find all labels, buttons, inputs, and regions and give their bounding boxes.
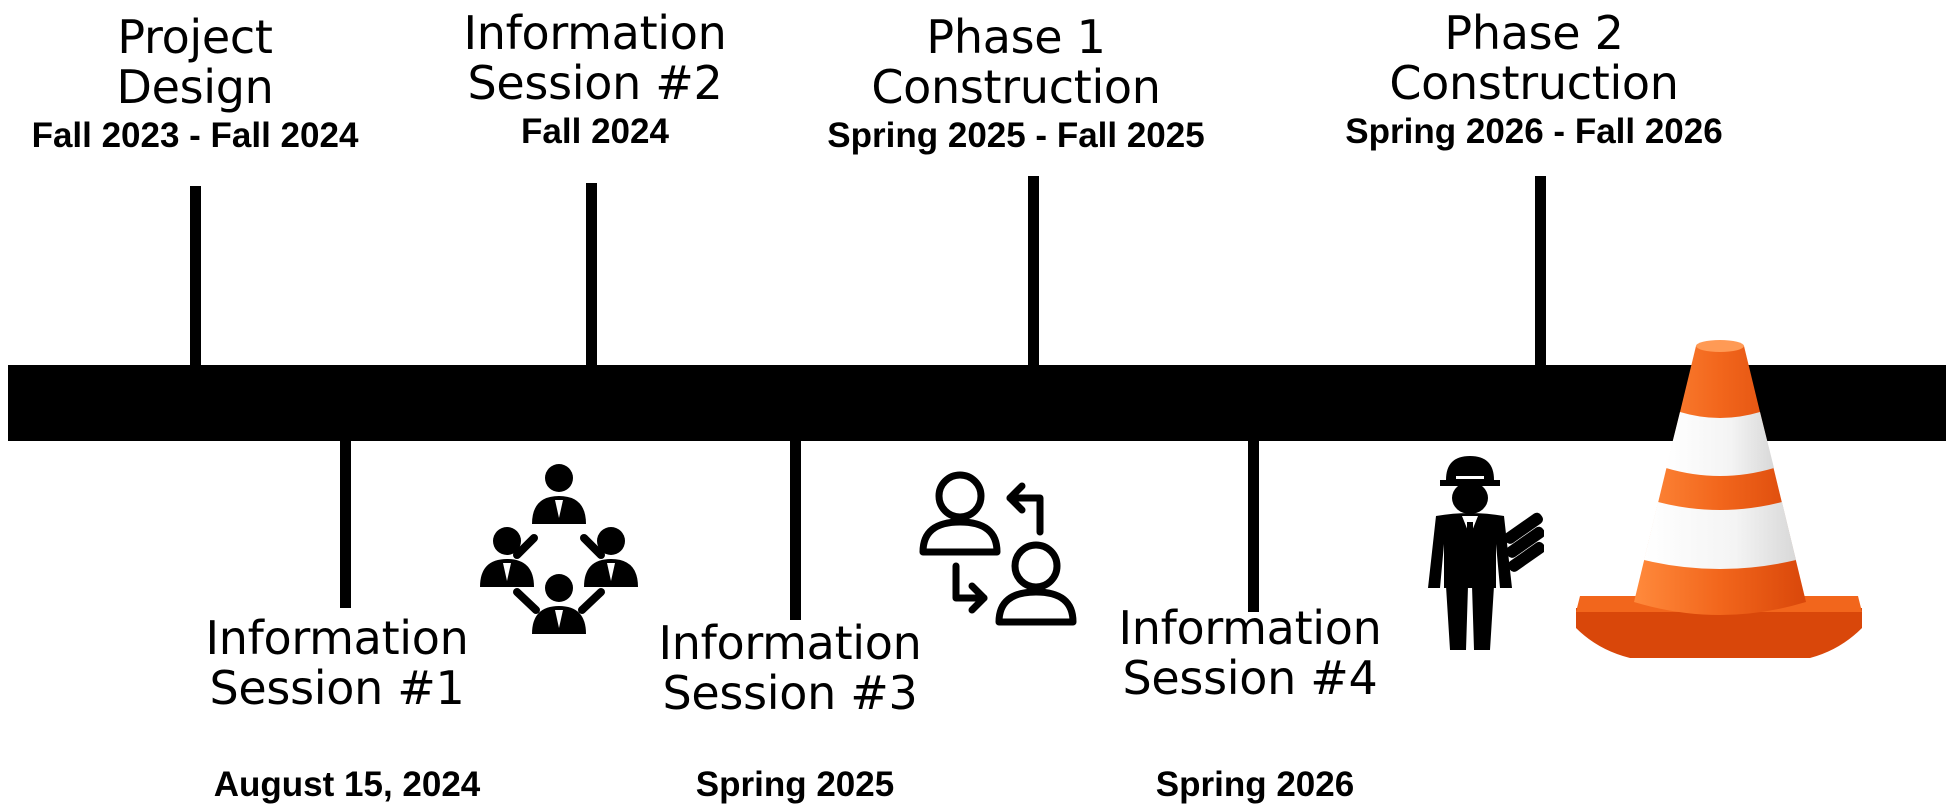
milestone-title-line: Construction: [871, 60, 1161, 114]
milestone-title: Project Design: [32, 12, 359, 112]
milestone-session-3: Information Session #3: [659, 618, 922, 718]
user-exchange-icon: [919, 471, 1077, 626]
milestone-session-1: Information Session #1: [206, 613, 469, 713]
milestone-title-line: Design: [116, 60, 274, 114]
traffic-cone-icon: [1576, 340, 1862, 658]
people-network-icon: [480, 464, 638, 634]
milestone-title-line: Session #1: [209, 661, 465, 715]
milestone-phase-2: Phase 2 Construction Spring 2026 - Fall …: [1345, 8, 1722, 152]
milestone-title: Information Session #4: [1119, 603, 1382, 703]
tick-session-3: [790, 440, 801, 620]
tick-session-4: [1248, 440, 1259, 612]
timeline-bar: [8, 365, 1946, 441]
milestone-title: Information Session #1: [206, 613, 469, 713]
milestone-date: Fall 2023 - Fall 2024: [31, 116, 359, 155]
tick-session-1: [340, 440, 351, 608]
milestone-title-line: Phase 2: [1444, 6, 1624, 60]
milestone-title: Information Session #3: [659, 618, 922, 718]
milestone-session-2: Information Session #2 Fall 2024: [464, 8, 727, 152]
milestone-title-line: Session #4: [1122, 651, 1378, 705]
milestone-title-line: Information: [658, 616, 922, 670]
milestone-title: Phase 2 Construction: [1345, 8, 1722, 108]
construction-worker-icon: [1428, 456, 1544, 650]
milestone-date: Spring 2025 - Fall 2025: [827, 116, 1205, 155]
milestone-session-4: Information Session #4: [1119, 603, 1382, 703]
milestone-title-line: Information: [205, 611, 469, 665]
milestone-title: Phase 1 Construction: [827, 12, 1204, 112]
milestone-title-line: Session #2: [467, 56, 723, 110]
milestone-title-line: Phase 1: [926, 10, 1106, 64]
tick-session-2: [586, 183, 597, 366]
milestone-title-line: Project: [117, 10, 273, 64]
milestone-date: Fall 2024: [521, 112, 669, 151]
milestone-title: Information Session #2: [464, 8, 727, 108]
tick-phase-1: [1028, 176, 1039, 366]
milestone-title-line: Information: [1118, 601, 1382, 655]
milestone-title-line: Session #3: [662, 666, 918, 720]
milestone-date-session-4: Spring 2026: [1155, 765, 1355, 804]
milestone-date-session-1: August 15, 2024: [213, 765, 481, 804]
milestone-date: Spring 2026 - Fall 2026: [1345, 112, 1723, 151]
tick-phase-2: [1535, 176, 1546, 366]
milestone-project-design: Project Design Fall 2023 - Fall 2024: [32, 12, 359, 156]
tick-project-design: [190, 186, 201, 366]
milestone-date-session-3: Spring 2025: [695, 765, 895, 804]
milestone-title-line: Information: [463, 6, 727, 60]
milestone-title-line: Construction: [1389, 56, 1679, 110]
milestone-phase-1: Phase 1 Construction Spring 2025 - Fall …: [827, 12, 1204, 156]
